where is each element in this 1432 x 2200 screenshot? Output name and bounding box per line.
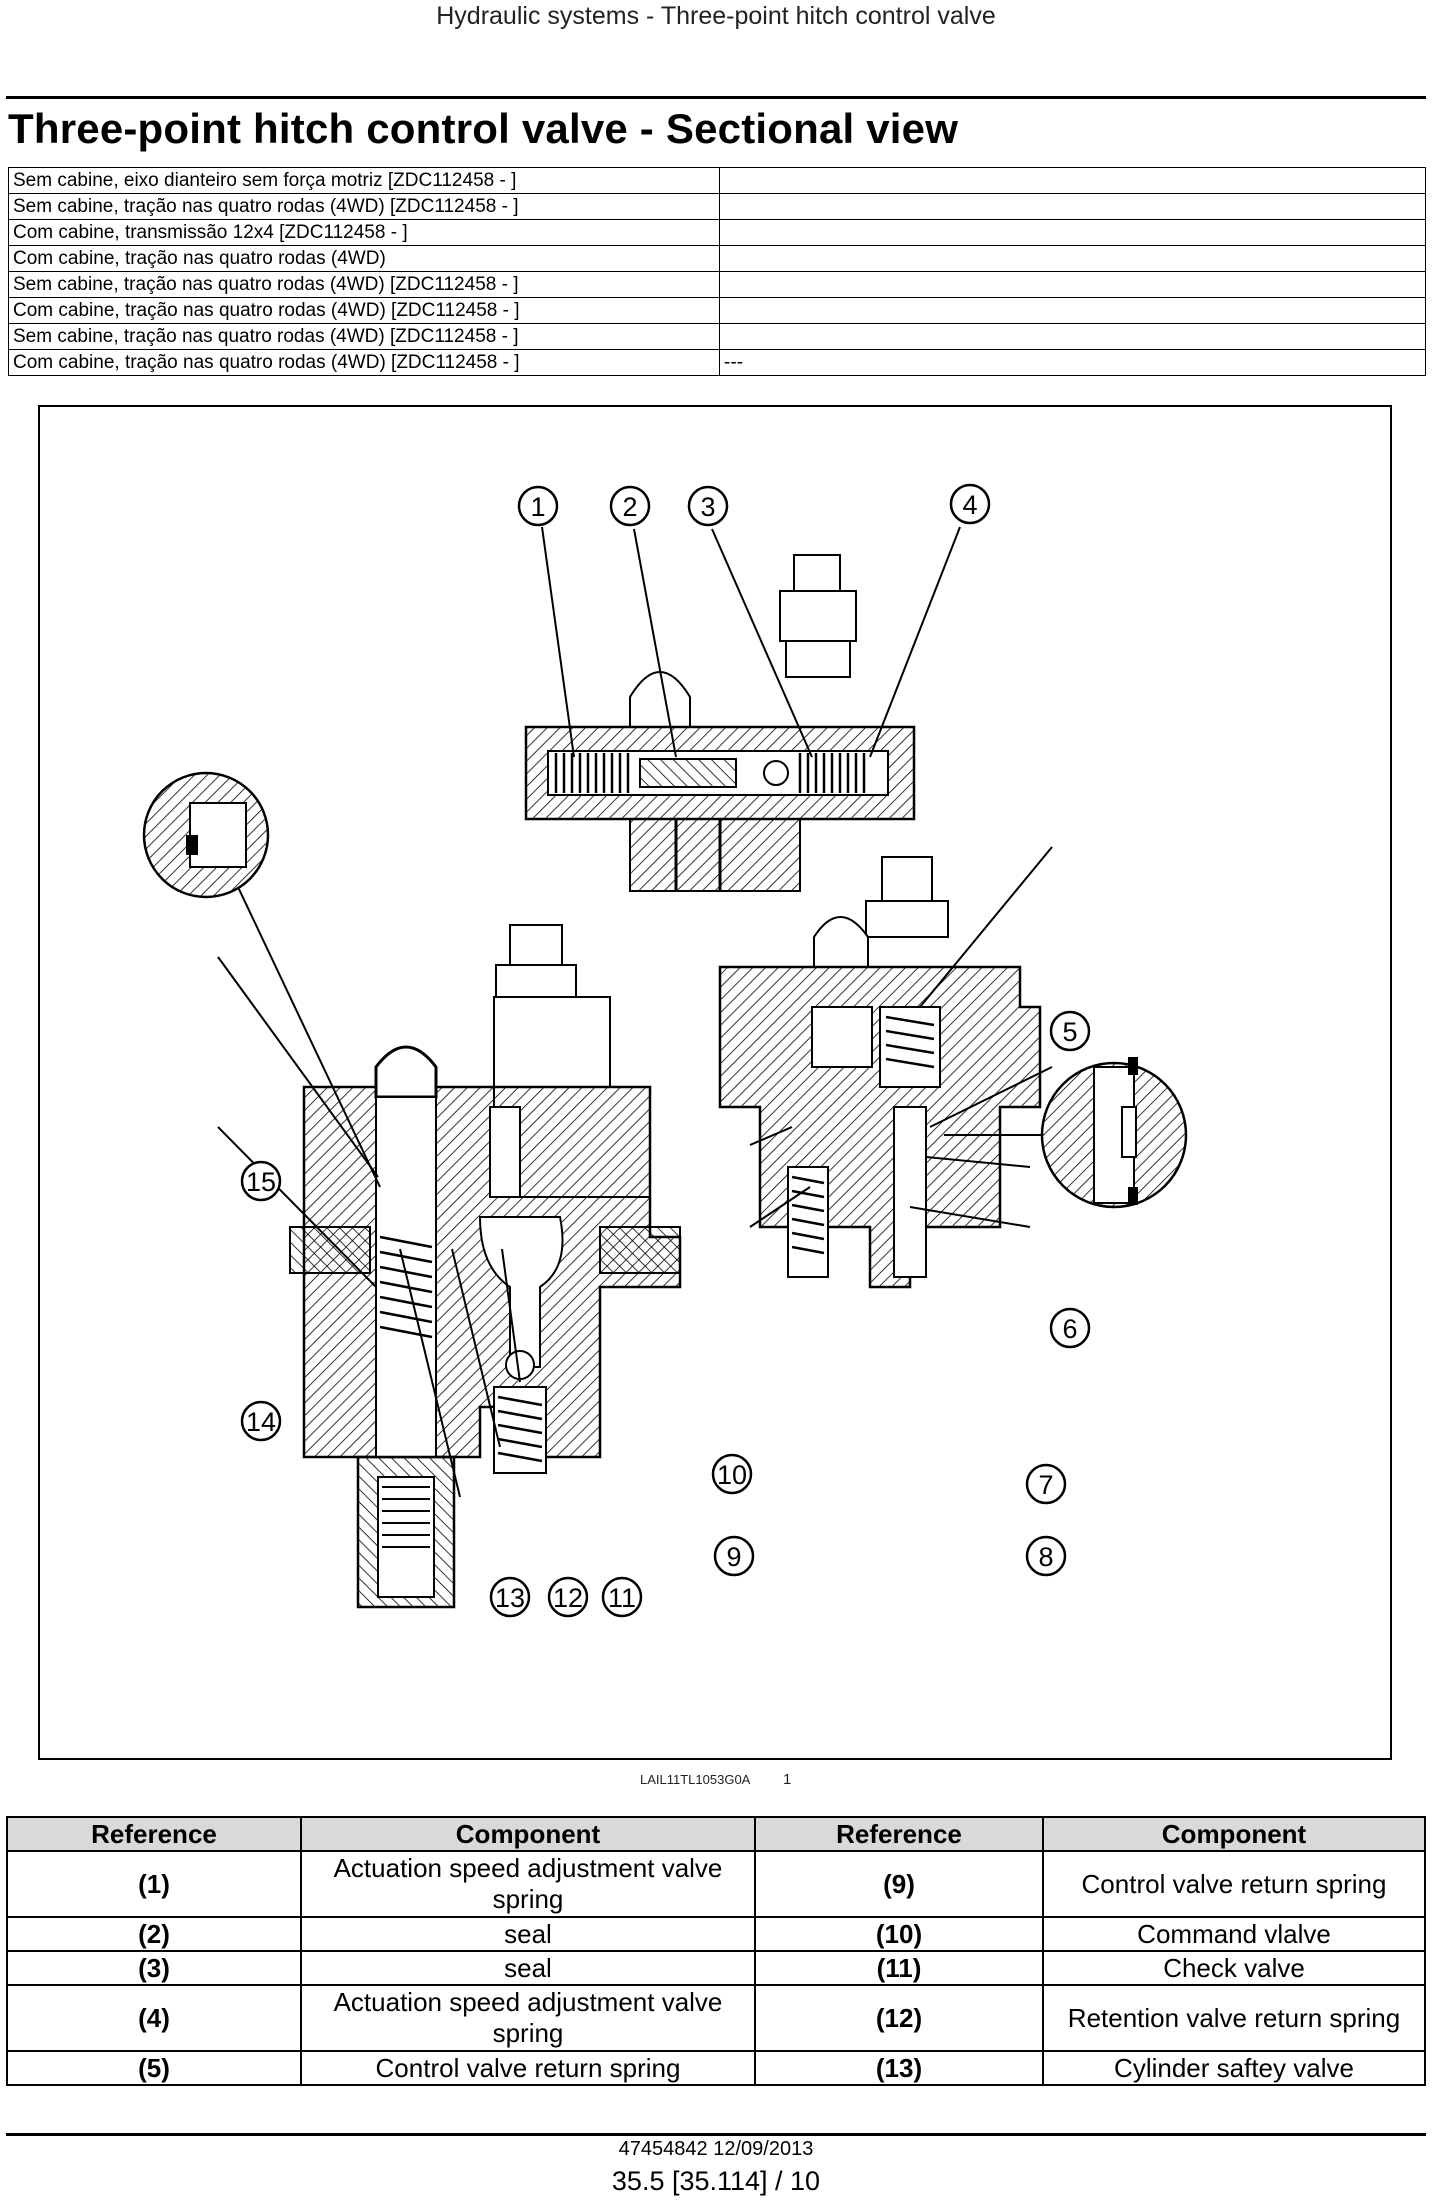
svg-text:12: 12 (553, 1583, 583, 1613)
callout-7: 7 (1025, 1463, 1067, 1505)
callout-14: 14 (240, 1400, 282, 1442)
parts-table: Reference Component Reference Component … (6, 1816, 1426, 2086)
applicability-value (719, 245, 1426, 272)
sectional-view-figure: 1 2 3 4 5 6 7 8 9 10 11 (38, 405, 1392, 1760)
table-row: (3) seal (11) Check valve (6, 1950, 1426, 1986)
svg-text:4: 4 (962, 490, 977, 520)
applicability-row: Sem cabine, eixo dianteiro sem força mot… (8, 167, 1426, 194)
applicability-value (719, 167, 1426, 194)
component-left: seal (300, 1950, 756, 1986)
callout-1: 1 (517, 485, 559, 527)
svg-text:8: 8 (1038, 1542, 1053, 1572)
ref-left: (4) (6, 1984, 302, 2052)
svg-text:11: 11 (608, 1583, 636, 1613)
applicability-value (719, 323, 1426, 350)
applicability-config: Sem cabine, tração nas quatro rodas (4WD… (8, 193, 720, 220)
applicability-row: Sem cabine, tração nas quatro rodas (4WD… (8, 193, 1426, 220)
applicability-config: Com cabine, tração nas quatro rodas (4WD… (8, 297, 720, 324)
svg-text:9: 9 (726, 1542, 741, 1572)
component-right: Control valve return spring (1042, 1850, 1426, 1918)
ref-right: (9) (754, 1850, 1044, 1918)
page-title: Three-point hitch control valve - Sectio… (8, 105, 959, 152)
footer-doc-reference: 47454842 12/09/2013 (618, 2138, 814, 2160)
table-row: (4) Actuation speed adjustment valve spr… (6, 1984, 1426, 2052)
svg-text:7: 7 (1038, 1470, 1053, 1500)
applicability-value (719, 297, 1426, 324)
applicability-config: Com cabine, tração nas quatro rodas (4WD… (8, 245, 720, 272)
top-section-drawing (524, 526, 961, 892)
header-divider (6, 96, 1426, 99)
svg-text:6: 6 (1062, 1314, 1077, 1344)
component-left: Actuation speed adjustment valve spring (300, 1984, 756, 2052)
ref-right: (11) (754, 1950, 1044, 1986)
callout-13: 13 (489, 1576, 531, 1618)
table-row: (1) Actuation speed adjustment valve spr… (6, 1850, 1426, 1918)
svg-text:5: 5 (1062, 1017, 1077, 1047)
callout-8: 8 (1025, 1535, 1067, 1577)
header-component-left: Component (300, 1816, 756, 1852)
ref-right: (12) (754, 1984, 1044, 2052)
svg-text:2: 2 (622, 492, 637, 522)
ref-right: (13) (754, 2050, 1044, 2086)
applicability-value (719, 193, 1426, 220)
svg-text:3: 3 (700, 492, 715, 522)
callout-4: 4 (949, 483, 991, 525)
callout-2: 2 (609, 485, 651, 527)
applicability-value: --- (719, 349, 1426, 376)
component-left: Control valve return spring (300, 2050, 756, 2086)
callout-15: 15 (240, 1160, 282, 1202)
callout-5: 5 (1049, 1010, 1091, 1052)
applicability-row: Com cabine, tração nas quatro rodas (4WD… (8, 349, 1426, 376)
ref-left: (2) (6, 1916, 302, 1952)
component-right: Check valve (1042, 1950, 1426, 1986)
callout-3: 3 (687, 485, 729, 527)
parts-table-header-row: Reference Component Reference Component (6, 1816, 1426, 1852)
callout-6: 6 (1049, 1307, 1091, 1349)
svg-text:14: 14 (246, 1407, 276, 1437)
figure-reference-code: LAIL11TL1053G0A (640, 1772, 751, 1787)
applicability-config: Sem cabine, tração nas quatro rodas (4WD… (8, 323, 720, 350)
ref-left: (5) (6, 2050, 302, 2086)
right-section-drawing (718, 846, 1188, 1289)
applicability-row: Sem cabine, tração nas quatro rodas (4WD… (8, 271, 1426, 298)
left-section-drawing (142, 771, 682, 1609)
callout-10: 10 (711, 1453, 753, 1495)
applicability-config: Com cabine, transmissão 12x4 [ZDC112458 … (8, 219, 720, 246)
header-reference-right: Reference (754, 1816, 1044, 1852)
applicability-value (719, 271, 1426, 298)
valve-sectional-drawing: 1 2 3 4 5 6 7 8 9 10 11 (142, 483, 1188, 1618)
applicability-config: Sem cabine, eixo dianteiro sem força mot… (8, 167, 720, 194)
svg-text:1: 1 (530, 492, 545, 522)
applicability-row: Com cabine, tração nas quatro rodas (4WD… (8, 245, 1426, 272)
callout-12: 12 (547, 1576, 589, 1618)
applicability-config: Sem cabine, tração nas quatro rodas (4WD… (8, 271, 720, 298)
component-left: seal (300, 1916, 756, 1952)
component-right: Retention valve return spring (1042, 1984, 1426, 2052)
applicability-row: Com cabine, tração nas quatro rodas (4WD… (8, 297, 1426, 324)
footer-divider (6, 2133, 1426, 2136)
ref-right: (10) (754, 1916, 1044, 1952)
callout-11: 11 (601, 1576, 643, 1618)
figure-number: 1 (783, 1771, 792, 1788)
callout-9: 9 (713, 1535, 755, 1577)
component-right: Cylinder saftey valve (1042, 2050, 1426, 2086)
applicability-row: Com cabine, transmissão 12x4 [ZDC112458 … (8, 219, 1426, 246)
header-reference-left: Reference (6, 1816, 302, 1852)
table-row: (2) seal (10) Command vlalve (6, 1916, 1426, 1952)
svg-text:13: 13 (495, 1583, 525, 1613)
running-header: Hydraulic systems - Three-point hitch co… (436, 2, 996, 30)
table-row: (5) Control valve return spring (13) Cyl… (6, 2050, 1426, 2086)
ref-left: (3) (6, 1950, 302, 1986)
component-right: Command vlalve (1042, 1916, 1426, 1952)
applicability-config: Com cabine, tração nas quatro rodas (4WD… (8, 349, 720, 376)
applicability-value (719, 219, 1426, 246)
applicability-table: Sem cabine, eixo dianteiro sem força mot… (8, 167, 1426, 376)
svg-text:15: 15 (246, 1167, 276, 1197)
svg-text:10: 10 (717, 1460, 747, 1490)
ref-left: (1) (6, 1850, 302, 1918)
applicability-row: Sem cabine, tração nas quatro rodas (4WD… (8, 323, 1426, 350)
component-left: Actuation speed adjustment valve spring (300, 1850, 756, 1918)
footer-page-number: 35.5 [35.114] / 10 (611, 2166, 821, 2196)
header-component-right: Component (1042, 1816, 1426, 1852)
